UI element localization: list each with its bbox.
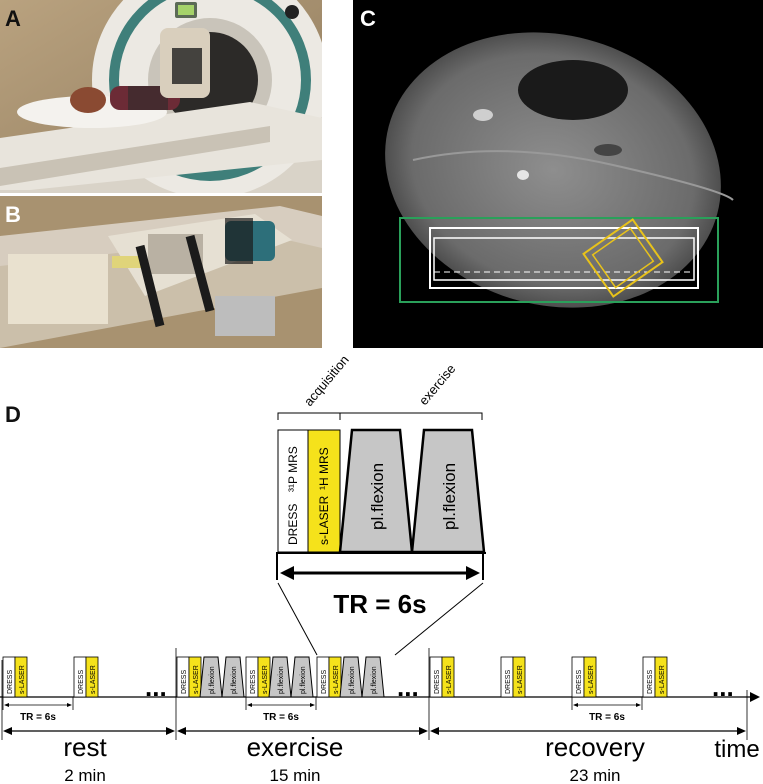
phase-exercise-name: exercise — [247, 732, 344, 762]
dress-block-label: DRESS — [286, 504, 300, 545]
panel-c-label: C — [360, 6, 376, 31]
scanner-illustration — [0, 0, 322, 193]
mri-slice — [353, 0, 763, 348]
tr-detail-label: TR = 6s — [333, 589, 426, 619]
tr-label-recovery: TR = 6s — [589, 712, 625, 723]
panel-c-mri-image — [353, 0, 763, 348]
ellipsis-exercise: ... — [397, 672, 419, 702]
phase-recovery-name: recovery — [545, 732, 645, 762]
exercise-label: exercise — [416, 361, 459, 408]
tl-slaser-9: s-LASER — [659, 665, 666, 694]
tl-dress-6: DRESS — [434, 670, 441, 694]
mri-green-voi — [399, 217, 719, 303]
tr-label-exercise: TR = 6s — [263, 712, 299, 723]
phase-rest-duration: 2 min — [64, 766, 106, 784]
phase-exercise-duration: 15 min — [269, 766, 320, 784]
acquisition-label: acquisition — [301, 352, 352, 409]
mri-white-slab-inner — [433, 237, 695, 281]
tl-slaser-7: s-LASER — [517, 665, 524, 694]
tl-dress-2: DRESS — [78, 670, 85, 694]
tl-dress-4: DRESS — [250, 670, 257, 694]
tl-dress-1: DRESS — [7, 670, 14, 694]
tl-flexion-1: pl.flexion — [209, 666, 216, 694]
slaser-block-label: s-LASER — [317, 495, 331, 545]
panel-a-label: A — [5, 6, 21, 31]
protocol-diagram: acquisition exercise DRESS ³¹P MRS s-LAS… — [0, 352, 760, 784]
tl-slaser-5: s-LASER — [333, 665, 340, 694]
panel-a-scanner-photo — [0, 0, 322, 193]
tl-dress-3: DRESS — [181, 670, 188, 694]
panel-d-label: D — [5, 402, 21, 427]
ellipsis-rest: ... — [145, 672, 167, 702]
dress-block — [277, 429, 309, 553]
tl-slaser-4: s-LASER — [262, 665, 269, 694]
panel-b-pedal-photo — [0, 196, 322, 348]
tl-dress-5: DRESS — [321, 670, 328, 694]
tl-dress-8: DRESS — [576, 670, 583, 694]
timeline: DRESS s-LASER DRESS s-LASER DRESS s-LASE… — [0, 648, 760, 784]
mri-white-slab-outer — [429, 227, 699, 289]
tr-detail: acquisition exercise DRESS ³¹P MRS s-LAS… — [276, 352, 486, 656]
flexion-label-1: pl.flexion — [368, 463, 387, 530]
tl-slaser-1: s-LASER — [19, 665, 26, 694]
mri-gold-voxel — [582, 218, 664, 298]
tl-flexion-4: pl.flexion — [300, 666, 307, 694]
tl-slaser-6: s-LASER — [446, 665, 453, 694]
phase-rest-name: rest — [63, 732, 107, 762]
tr-label-rest: TR = 6s — [20, 712, 56, 723]
panel-b-label: B — [5, 202, 21, 227]
p-mrs-label: ³¹P MRS — [286, 446, 300, 492]
h-mrs-label: ¹H MRS — [317, 447, 331, 490]
tl-dress-9: DRESS — [647, 670, 654, 694]
tl-flexion-3: pl.flexion — [278, 666, 285, 694]
pedal-illustration — [0, 196, 322, 348]
tl-dress-7: DRESS — [505, 670, 512, 694]
tl-slaser-8: s-LASER — [588, 665, 595, 694]
flexion-label-2: pl.flexion — [440, 463, 459, 530]
tl-slaser-3: s-LASER — [193, 665, 200, 694]
tl-flexion-2: pl.flexion — [231, 666, 238, 694]
tl-slaser-2: s-LASER — [90, 665, 97, 694]
slaser-block — [307, 429, 341, 553]
tl-flexion-5: pl.flexion — [349, 666, 356, 694]
time-axis-label: time — [714, 736, 759, 763]
ellipsis-recovery: ... — [712, 672, 734, 702]
tl-flexion-6: pl.flexion — [371, 666, 378, 694]
phase-recovery-duration: 23 min — [569, 766, 620, 784]
